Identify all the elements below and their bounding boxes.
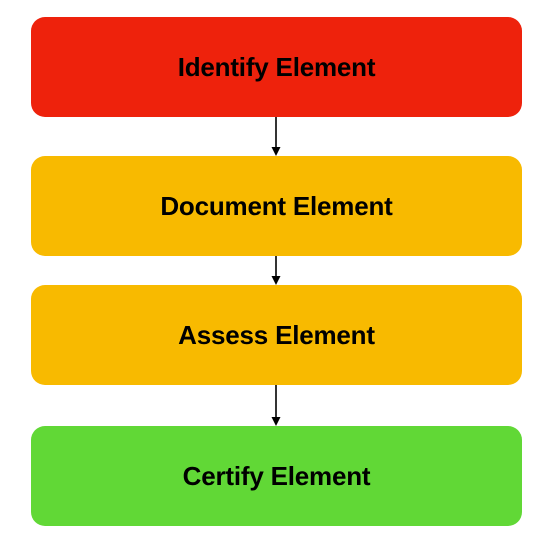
connector-arrow xyxy=(270,117,282,156)
step-label: Assess Element xyxy=(178,319,375,350)
step-assess-element: Assess Element xyxy=(31,285,522,385)
connector-arrow xyxy=(270,256,282,285)
arrow-down-icon xyxy=(271,385,281,426)
step-label: Certify Element xyxy=(182,460,371,491)
arrow-down-icon xyxy=(271,117,281,156)
step-label: Identify Element xyxy=(177,51,376,82)
step-certify-element: Certify Element xyxy=(31,426,522,526)
connector-arrow xyxy=(270,385,282,426)
step-document-element: Document Element xyxy=(31,156,522,256)
step-identify-element: Identify Element xyxy=(31,17,522,117)
arrow-down-icon xyxy=(271,256,281,285)
step-label: Document Element xyxy=(160,190,393,221)
